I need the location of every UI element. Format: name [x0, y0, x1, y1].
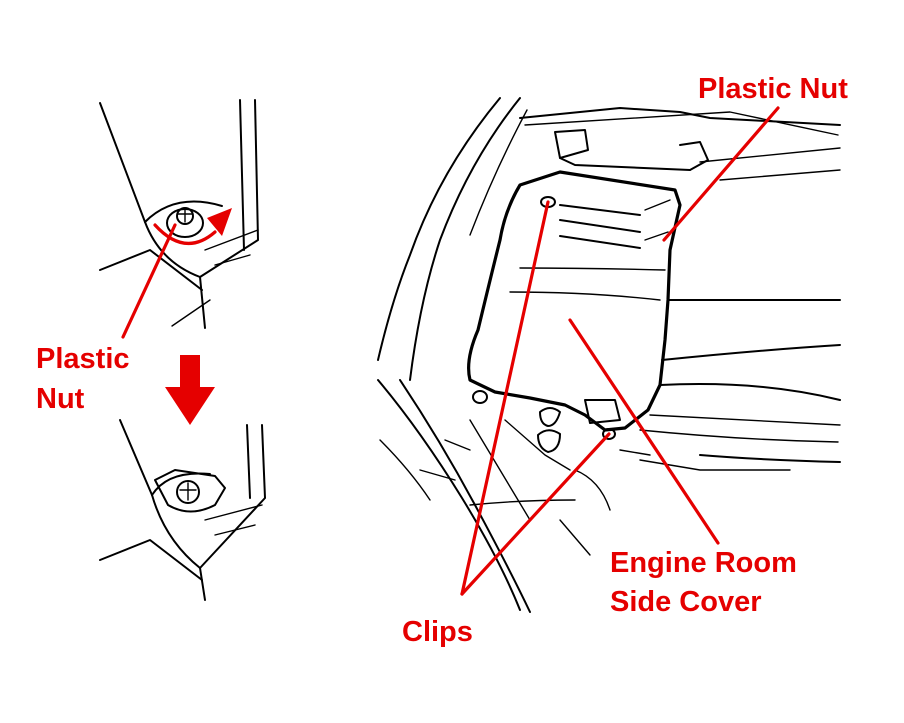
plastic-nut-right-label: Plastic Nut	[698, 73, 848, 105]
engine-room-side-cover-label-line2: Side Cover	[610, 586, 762, 618]
engine-room-side-cover-label-line1: Engine Room	[610, 547, 797, 579]
engine-bay-drawing	[377, 97, 841, 613]
rotation-arrow-icon	[153, 208, 232, 246]
leader-plastic-nut-left	[121, 223, 177, 339]
annotation-labels: Plastic Nut Plastic Nut Clips Engine Roo…	[36, 73, 848, 648]
leader-clip-bottom	[460, 432, 611, 596]
leader-lines	[121, 106, 780, 596]
leader-engine-room-cover	[568, 318, 720, 545]
clips-label: Clips	[402, 616, 473, 648]
leader-plastic-nut-right	[662, 106, 780, 242]
plastic-nut-left-label-line1: Plastic	[36, 343, 130, 375]
leader-clip-top	[460, 200, 550, 596]
inset-after-removal	[99, 419, 266, 601]
inset-before-removal	[99, 99, 259, 329]
down-arrow-icon	[165, 355, 215, 425]
plastic-nut-left-label-line2: Nut	[36, 383, 85, 415]
